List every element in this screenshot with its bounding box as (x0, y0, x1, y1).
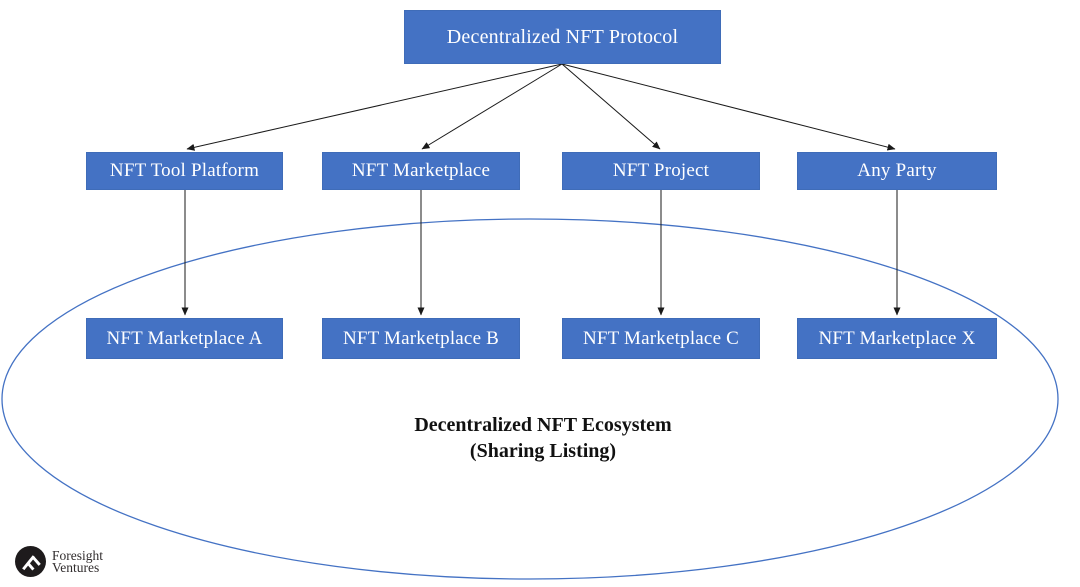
node-nft-marketplace-c: NFT Marketplace C (562, 318, 760, 359)
node-nft-marketplace-x: NFT Marketplace X (797, 318, 997, 359)
node-any-party: Any Party (797, 152, 997, 190)
foresight-logo-icon (15, 546, 46, 577)
edge-protocol-to-nft-project (561, 63, 661, 150)
node-label: NFT Marketplace A (106, 327, 263, 349)
node-nft-marketplace-a: NFT Marketplace A (86, 318, 283, 359)
edge-protocol-to-any-party (561, 63, 896, 151)
node-nft-marketplace: NFT Marketplace (322, 152, 520, 190)
node-label: NFT Project (612, 160, 710, 181)
node-nft-tool-platform: NFT Tool Platform (86, 152, 283, 190)
node-label: Decentralized NFT Protocol (446, 25, 679, 48)
ecosystem-ellipse (1, 218, 1059, 580)
brand-name-line2: Ventures (52, 559, 100, 575)
edge-protocol-to-nft-tool-platform (186, 63, 563, 151)
ecosystem-label-line2: (Sharing Listing) (469, 440, 617, 462)
ecosystem-label: Decentralized NFT Ecosystem (Sharing Lis… (414, 412, 671, 464)
brand-name: Foresight Ventures (52, 547, 104, 575)
node-nft-marketplace-b: NFT Marketplace B (322, 318, 520, 359)
ecosystem-label-line1: Decentralized NFT Ecosystem (414, 414, 672, 436)
node-decentralized-nft-protocol: Decentralized NFT Protocol (404, 10, 721, 64)
node-label: NFT Tool Platform (109, 160, 260, 181)
node-label: NFT Marketplace B (342, 327, 500, 349)
node-label: Any Party (857, 160, 937, 181)
brand-logo: Foresight Ventures (15, 546, 103, 577)
edge-protocol-to-nft-marketplace (421, 63, 563, 150)
node-label: NFT Marketplace X (818, 327, 976, 349)
node-label: NFT Marketplace (351, 160, 491, 181)
node-nft-project: NFT Project (562, 152, 760, 190)
node-label: NFT Marketplace C (582, 327, 740, 349)
brand-name-line1: Foresight (52, 547, 104, 563)
